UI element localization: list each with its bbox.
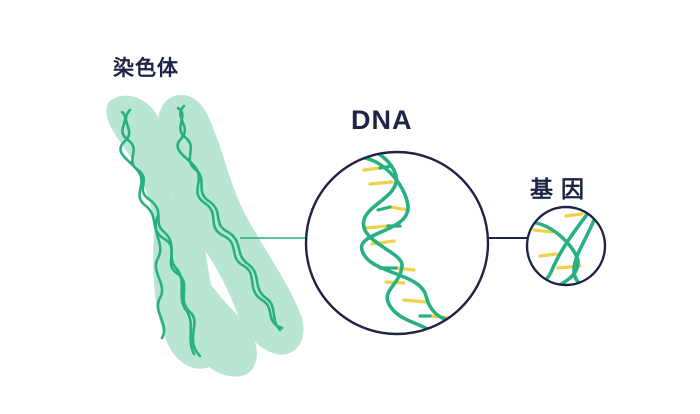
- chromosome: [106, 94, 304, 377]
- gene-backbone: [528, 207, 594, 285]
- gene-label: 基因: [530, 177, 592, 203]
- gene-base-pair: [532, 228, 554, 234]
- chromosome-strand: [176, 106, 282, 332]
- dna-base-pair: [362, 166, 382, 172]
- chromosome-strand: [154, 214, 166, 340]
- dna-base-pair: [402, 298, 428, 304]
- gene-zoom-circle: [525, 205, 607, 287]
- dna-base-pair: [388, 205, 410, 212]
- dna-base-pair: [368, 180, 394, 186]
- dna-backbone: [344, 155, 472, 326]
- chromosome-arm-right: [157, 94, 304, 355]
- dna-base-pair: [394, 266, 416, 272]
- chromosome-strand: [176, 104, 284, 330]
- dna-zoom-circle: [304, 150, 490, 336]
- chromosome-arm-left: [106, 95, 257, 377]
- dna-backbone: [350, 152, 442, 334]
- dna-base-pair: [376, 205, 392, 212]
- gene-backbone: [572, 218, 602, 285]
- gene-base-pair: [564, 212, 584, 218]
- dna-base-pair: [364, 224, 390, 230]
- gene-base-pair: [538, 252, 558, 258]
- dna-label: DNA: [351, 105, 413, 135]
- chromosome-label: 染色体: [113, 56, 179, 80]
